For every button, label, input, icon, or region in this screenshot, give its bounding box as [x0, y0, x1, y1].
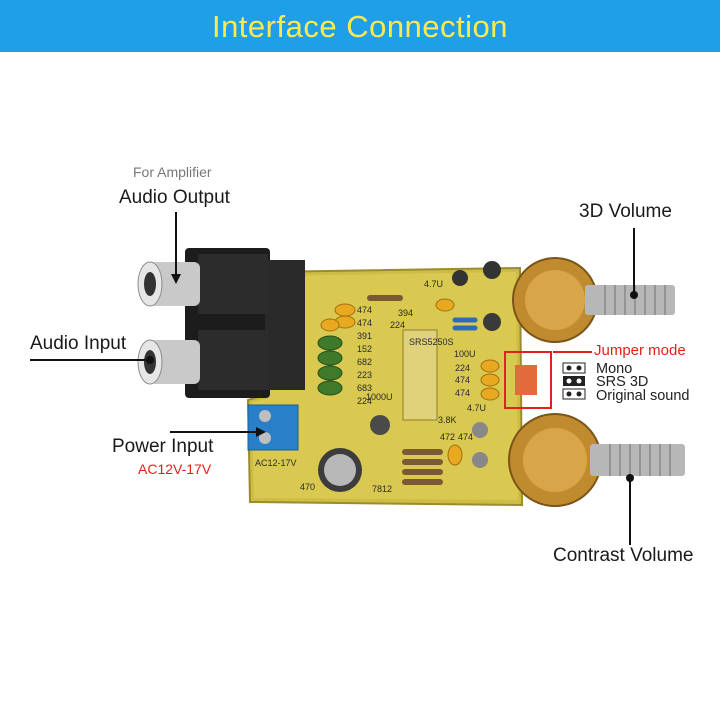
- marking-power: AC12-17V: [255, 458, 297, 468]
- marking-4-7u-top: 4.7U: [424, 279, 443, 289]
- 3d-volume-pot: [512, 257, 675, 343]
- jumper-mode-label: Jumper mode: [594, 342, 686, 359]
- marking-683: 683: [357, 383, 372, 393]
- marking-224-c: 224: [455, 363, 470, 373]
- jumper-legend: [562, 362, 586, 400]
- srs-chip: [402, 329, 438, 421]
- marking-470: 470: [300, 482, 315, 492]
- marking-474-d: 474: [455, 388, 470, 398]
- marking-391: 391: [357, 331, 372, 341]
- power-spec-label: AC12V-17V: [138, 461, 212, 477]
- 3d-volume-label: 3D Volume: [579, 201, 672, 222]
- marking-224-b: 224: [390, 320, 405, 330]
- marking-474-c: 474: [455, 375, 470, 385]
- contrast-volume-label: Contrast Volume: [553, 545, 694, 566]
- jumper-option-srs-3d: SRS 3D: [596, 374, 649, 390]
- capacitor-large: [318, 448, 362, 492]
- page-title: Interface Connection: [211, 9, 509, 44]
- marking-472: 472: [440, 432, 455, 442]
- marking-1000u: 1000U: [366, 392, 393, 402]
- audio-output-label: Audio Output: [119, 187, 230, 208]
- title-banner: [0, 0, 720, 52]
- marking-474-a: 474: [357, 305, 372, 315]
- jumper-header: [515, 365, 537, 395]
- marking-474-e: 474: [458, 432, 473, 442]
- marking-682: 682: [357, 357, 372, 367]
- marking-223: 223: [357, 370, 372, 380]
- marking-474-b: 474: [357, 318, 372, 328]
- power-terminal: [247, 404, 299, 451]
- marking-7812: 7812: [372, 484, 392, 494]
- marking-3-8k: 3.8K: [438, 415, 457, 425]
- jumper-option-original-sound: Original sound: [596, 388, 690, 404]
- marking-100u: 100U: [454, 349, 476, 359]
- contrast-volume-pot: [508, 413, 685, 507]
- rca-jack-block: [185, 248, 305, 398]
- jumper-highlight-box: [504, 351, 552, 409]
- marking-4-7u: 4.7U: [467, 403, 486, 413]
- audio-input-label: Audio Input: [30, 333, 127, 354]
- rca-output-jack: [137, 261, 200, 307]
- jumper-option-mono: Mono: [596, 361, 633, 377]
- marking-chip: SRS5250S: [409, 337, 454, 347]
- marking-152: 152: [357, 344, 372, 354]
- power-input-label: Power Input: [112, 436, 214, 457]
- marking-394: 394: [398, 308, 413, 318]
- marking-224-a: 224: [357, 396, 372, 406]
- for-amplifier-label: For Amplifier: [133, 164, 212, 180]
